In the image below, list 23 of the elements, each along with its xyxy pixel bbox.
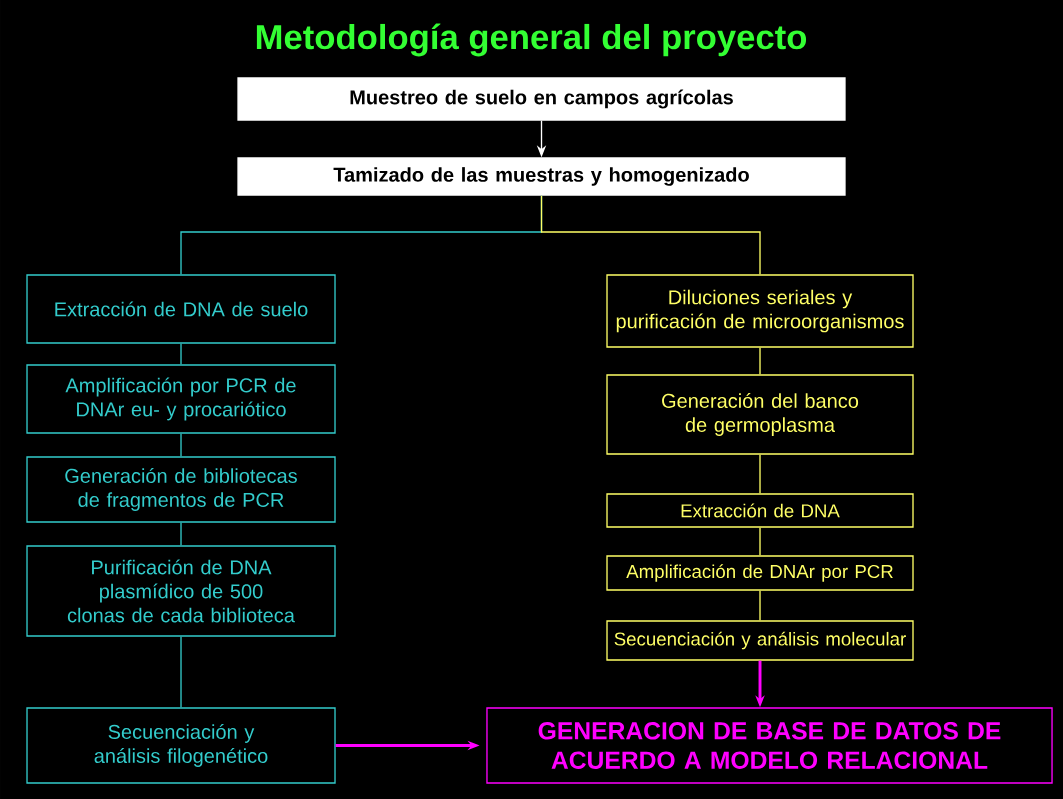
- connector-line: [180, 636, 182, 709]
- result-box: GENERACION DE BASE DE DATOS DE ACUERDO A MODELO RELACIONAL: [486, 707, 1053, 784]
- connector-line: [180, 343, 182, 365]
- process-box: Extracción de DNA: [606, 493, 914, 528]
- process-box: Amplificación de DNAr por PCR: [606, 555, 914, 591]
- connector-line: [759, 590, 761, 622]
- process-box: Secuenciación y análisis molecular: [606, 620, 914, 661]
- process-box: Amplificación por PCR de DNAr eu- y procariótico: [26, 364, 336, 434]
- connector-line: [759, 527, 761, 556]
- connector-line: [759, 347, 761, 376]
- process-box: Generación del banco de germoplasma: [606, 374, 914, 455]
- process-box: Extracción de DNA de suelo: [26, 274, 336, 344]
- connector-line: [180, 522, 182, 546]
- connector-line: [180, 433, 182, 457]
- connector-line: [540, 195, 761, 275]
- process-box: Muestreo de suelo en campos agrícolas: [237, 77, 846, 121]
- process-box: Purificación de DNA plasmídico de 500 clonas de cada biblioteca: [26, 545, 336, 637]
- process-box: Secuenciación y análisis filogenético: [26, 707, 336, 784]
- process-box: Tamizado de las muestras y homogenizado: [237, 157, 846, 196]
- process-box: Diluciones seriales y purificación de microorganismos: [606, 274, 914, 348]
- title: Metodología general del proyecto: [256, 23, 807, 57]
- process-box: Generación de bibliotecas de fragmentos de PCR: [26, 456, 336, 523]
- connector-line: [759, 453, 761, 494]
